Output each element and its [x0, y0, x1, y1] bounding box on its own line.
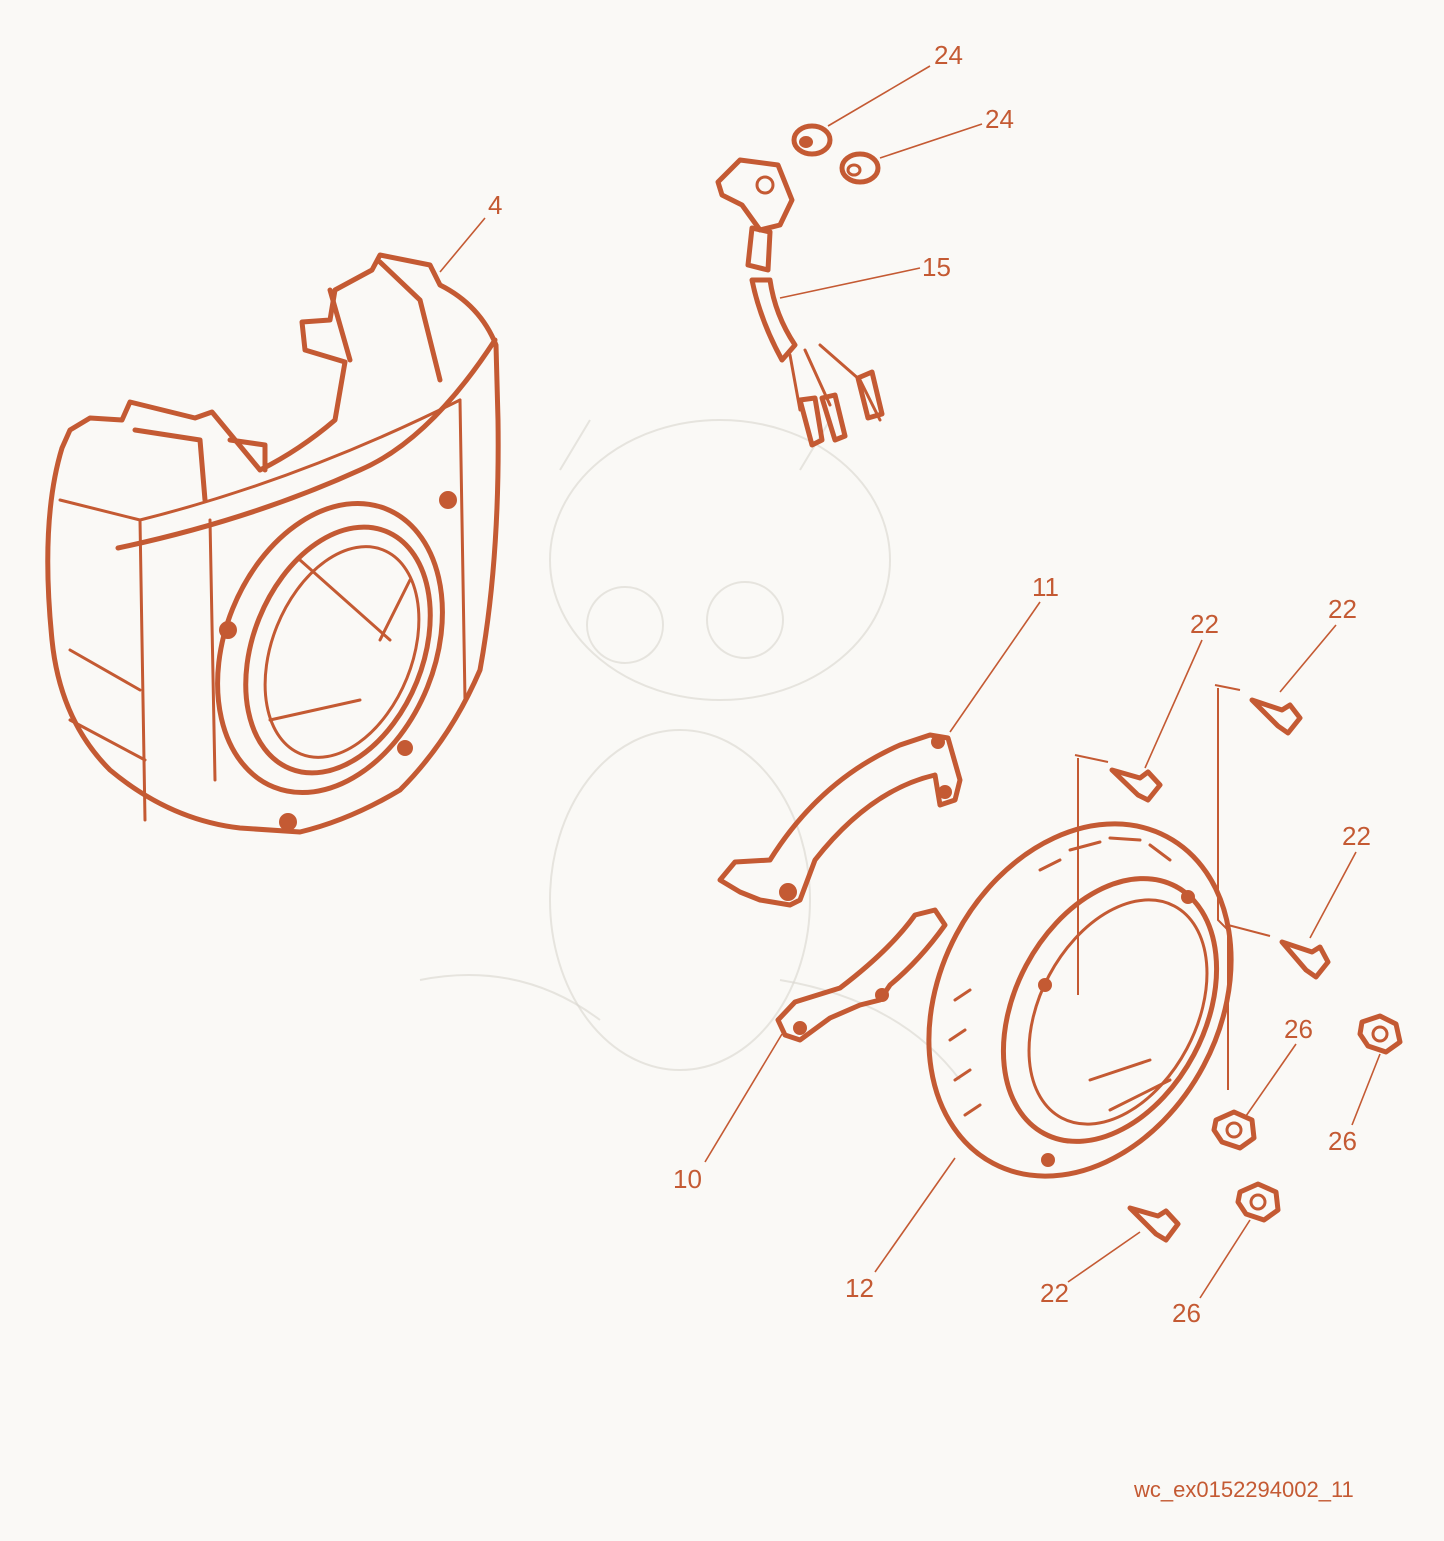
callout-22-b: 22	[1328, 594, 1357, 624]
part-11-upper-bracket	[717, 732, 963, 908]
callout-26-a: 26	[1328, 1126, 1357, 1156]
leader-lines	[439, 65, 1381, 1299]
callout-15: 15	[922, 252, 951, 282]
part-26-nut-a	[1357, 1013, 1403, 1055]
part-22-screw-d	[1127, 1205, 1181, 1243]
alignment-guides	[1074, 684, 1271, 1090]
part-24-grommet-a	[791, 123, 833, 157]
part-26-nut-b	[1211, 1109, 1257, 1151]
part-22-screw-c	[1279, 939, 1331, 980]
part-22-screw-b	[1249, 697, 1303, 736]
callout-12: 12	[845, 1273, 874, 1303]
callout-labels: 4 24 24 15 11 22 22 22 26 26 26 22 10 12	[488, 40, 1371, 1328]
part-10-lower-bracket	[775, 907, 948, 1043]
callout-11: 11	[1032, 572, 1059, 602]
part-22-screw-a	[1109, 767, 1163, 803]
part-24-grommet-b	[839, 151, 881, 185]
callout-4: 4	[488, 190, 502, 220]
callout-10: 10	[673, 1164, 702, 1194]
watermark-figure	[419, 419, 961, 1081]
part-26-nut-c	[1235, 1181, 1281, 1223]
callout-24-b: 24	[985, 104, 1014, 134]
callout-22-c: 22	[1342, 821, 1371, 851]
drawing-reference: wc_ex0152294002_11	[1133, 1477, 1354, 1502]
callout-22-a: 22	[1190, 609, 1219, 639]
callout-26-c: 26	[1172, 1298, 1201, 1328]
part-12-cover-ring	[926, 821, 1234, 1179]
part-15-wire-harness	[715, 157, 885, 448]
callout-26-b: 26	[1284, 1014, 1313, 1044]
callout-22-d: 22	[1040, 1278, 1069, 1308]
callout-24-a: 24	[934, 40, 963, 70]
part-4-fan-housing	[45, 252, 501, 835]
